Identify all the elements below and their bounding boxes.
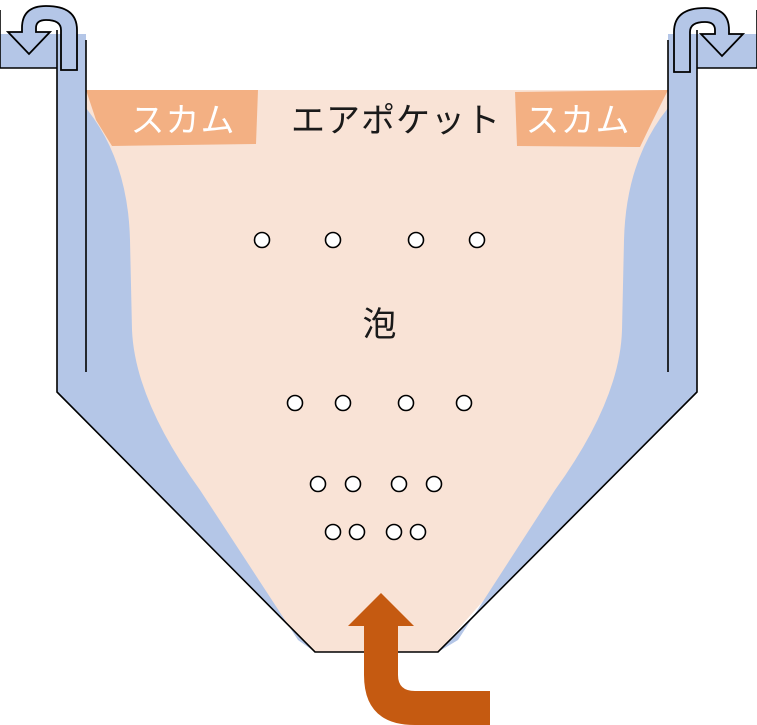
foam-label: 泡: [363, 305, 398, 345]
bubble: [309, 475, 327, 493]
air-pocket-label: エアポケット: [291, 101, 501, 141]
bubble: [455, 394, 473, 412]
scum-left-patch: [86, 90, 258, 146]
bubble: [397, 394, 415, 412]
bubble: [324, 231, 342, 249]
bubble: [385, 523, 403, 541]
scum-right-label: スカム: [526, 101, 631, 141]
scum-right-patch: [515, 90, 668, 147]
bubbles: [253, 231, 486, 541]
bubble: [344, 475, 362, 493]
u-turn-up-arrow-icon: [348, 593, 490, 725]
u-turn-right-arrow-icon: [673, 7, 746, 73]
bubble: [409, 523, 427, 541]
bubble: [390, 475, 408, 493]
bubble: [407, 231, 425, 249]
bubble: [286, 394, 304, 412]
bubble: [348, 523, 366, 541]
bubble: [334, 394, 352, 412]
bubble: [253, 231, 271, 249]
bubble: [324, 523, 342, 541]
scum-left-label: スカム: [131, 101, 236, 141]
right-water-channel: [438, 38, 697, 652]
liquid-body: [57, 90, 668, 652]
u-turn-left-arrow-icon: [5, 5, 78, 71]
left-water-channel: [57, 38, 315, 652]
bubble: [425, 475, 443, 493]
bubble: [468, 231, 486, 249]
